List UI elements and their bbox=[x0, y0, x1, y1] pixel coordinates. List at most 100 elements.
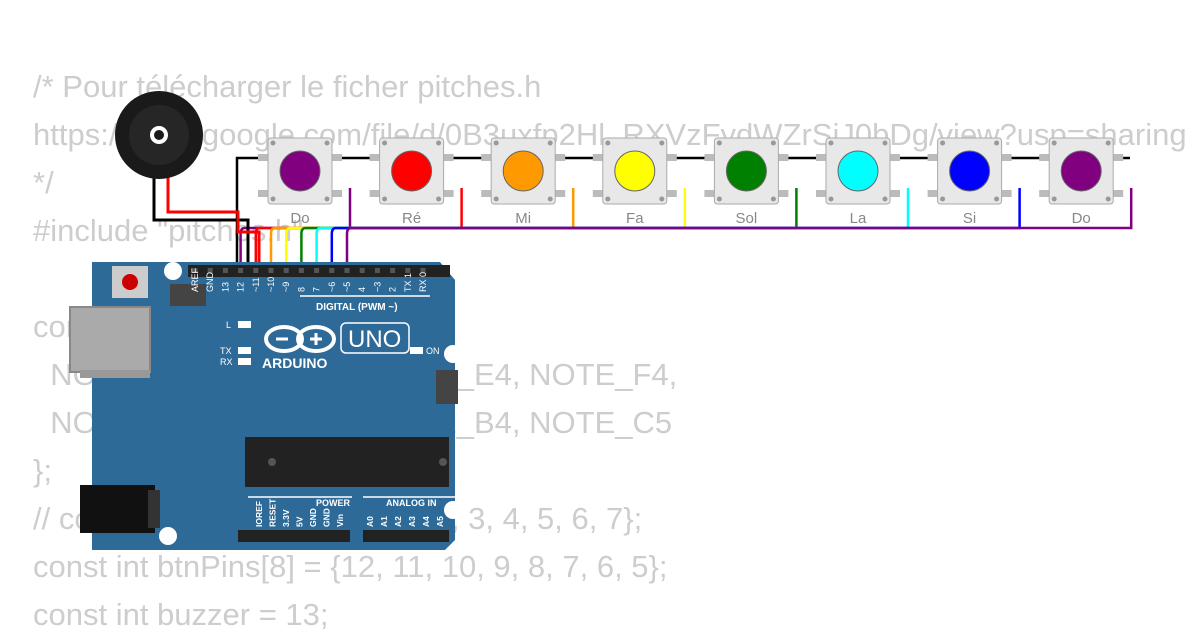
power-pin-label: GND bbox=[308, 508, 318, 527]
analog-pin-labels: A0 A1 A2 A3 A4 A5 bbox=[365, 516, 445, 527]
button-label: Fa bbox=[626, 210, 644, 227]
code-line: */ bbox=[33, 165, 54, 200]
header-pin bbox=[298, 268, 304, 273]
led-label-rx: RX bbox=[220, 357, 233, 367]
mounting-hole bbox=[164, 262, 182, 280]
microcontroller-chip bbox=[245, 437, 449, 487]
digital-pin-label: RX 0 bbox=[418, 272, 428, 292]
analog-pin-label: A1 bbox=[379, 516, 389, 527]
header-pin bbox=[405, 268, 411, 273]
button-cap bbox=[725, 150, 767, 192]
board-model: UNO bbox=[348, 326, 401, 353]
signal-wire bbox=[254, 188, 463, 268]
button-label: Do bbox=[1072, 210, 1091, 227]
header-pin bbox=[268, 268, 274, 273]
push-button: Si bbox=[927, 137, 1012, 227]
digital-header-label: DIGITAL (PWM ~) bbox=[316, 302, 398, 313]
header-pin bbox=[374, 268, 380, 273]
power-pin-label: GND bbox=[322, 508, 332, 527]
signal-wire bbox=[315, 188, 910, 268]
signal-wire bbox=[239, 188, 352, 268]
header-pin bbox=[390, 268, 396, 273]
digital-pin-label: 8 bbox=[296, 287, 306, 292]
digital-pin-label: 2 bbox=[388, 287, 398, 292]
signal-wire bbox=[330, 188, 1021, 268]
analog-pin-label: A4 bbox=[421, 516, 431, 527]
signal-wire bbox=[284, 188, 687, 268]
power-pin-label: IOREF bbox=[254, 501, 264, 527]
led-label-l: L bbox=[226, 320, 231, 330]
header-pin bbox=[253, 268, 259, 273]
push-button: Ré bbox=[369, 137, 454, 227]
digital-pin-label: ~6 bbox=[327, 282, 337, 292]
push-button: Do bbox=[1039, 137, 1124, 227]
led-label-on: ON bbox=[426, 346, 440, 356]
mounting-hole bbox=[159, 527, 177, 545]
digital-pin-label: 7 bbox=[312, 287, 322, 292]
analog-pin-label: A2 bbox=[393, 516, 403, 527]
power-header bbox=[238, 530, 350, 542]
digital-pin-label: ~11 bbox=[251, 277, 261, 292]
digital-pin-label: ~3 bbox=[372, 282, 382, 292]
button-label: Ré bbox=[402, 210, 421, 227]
power-jack bbox=[80, 485, 155, 533]
push-button: Do bbox=[258, 137, 342, 227]
header-pin bbox=[359, 268, 365, 273]
button-cap bbox=[391, 150, 433, 192]
push-button: Mi bbox=[481, 137, 566, 227]
header-pin bbox=[329, 268, 335, 273]
power-pin-label: Vin bbox=[335, 514, 345, 527]
digital-pin-label: 4 bbox=[357, 287, 367, 292]
button-label: La bbox=[850, 210, 867, 227]
signal-wire bbox=[269, 188, 575, 268]
button-label: Mi bbox=[515, 210, 531, 227]
buzzer bbox=[115, 91, 261, 268]
button-cap bbox=[1060, 150, 1102, 192]
digital-pin-label: AREF bbox=[190, 267, 200, 292]
header-pin bbox=[238, 268, 244, 273]
led-label-tx: TX bbox=[220, 346, 232, 356]
icsp-header bbox=[170, 284, 458, 404]
digital-pin-label: 13 bbox=[220, 282, 230, 292]
code-line: const int buzzer = 13; bbox=[33, 597, 329, 630]
analog-label: ANALOG IN bbox=[386, 498, 437, 508]
analog-pin-label: A5 bbox=[435, 516, 445, 527]
button-label: Sol bbox=[736, 210, 758, 227]
button-cap bbox=[949, 150, 991, 192]
mounting-hole bbox=[444, 501, 462, 519]
button-cap bbox=[279, 150, 321, 192]
arduino-logo bbox=[264, 325, 336, 353]
header-pin bbox=[207, 268, 213, 273]
power-pin-label: 5V bbox=[295, 516, 305, 527]
digital-pin-label: ~10 bbox=[266, 277, 276, 292]
button-label: Si bbox=[963, 210, 976, 227]
digital-pin-label: 12 bbox=[236, 282, 246, 292]
push-button: Sol bbox=[704, 137, 789, 227]
header-pin bbox=[314, 268, 320, 273]
power-pin-label: 3.3V bbox=[281, 509, 291, 527]
power-label: POWER bbox=[316, 498, 351, 508]
digital-pin-label: TX 1 bbox=[403, 273, 413, 292]
usb-connector bbox=[69, 306, 151, 373]
push-button: Fa bbox=[592, 137, 677, 227]
analog-pin-label: A0 bbox=[365, 516, 375, 527]
arduino-logo-text: ARDUINO bbox=[262, 355, 327, 371]
analog-pin-label: A3 bbox=[407, 516, 417, 527]
code-line: const int btnPins[8] = {12, 11, 10, 9, 8… bbox=[33, 549, 668, 584]
header-pin bbox=[222, 268, 228, 273]
digital-pin-label: GND bbox=[205, 272, 215, 293]
mounting-hole bbox=[444, 345, 462, 363]
button-label: Do bbox=[290, 210, 309, 227]
power-pin-label: RESET bbox=[268, 498, 278, 527]
digital-pin-label: ~5 bbox=[342, 282, 352, 292]
signal-wire bbox=[345, 188, 1133, 268]
push-buttons: Do Ré Mi Fa Sol La Si Do bbox=[258, 137, 1124, 227]
header-pin bbox=[283, 268, 289, 273]
analog-header bbox=[363, 530, 449, 542]
button-cap bbox=[614, 150, 656, 192]
button-cap bbox=[837, 150, 879, 192]
button-cap bbox=[502, 150, 544, 192]
